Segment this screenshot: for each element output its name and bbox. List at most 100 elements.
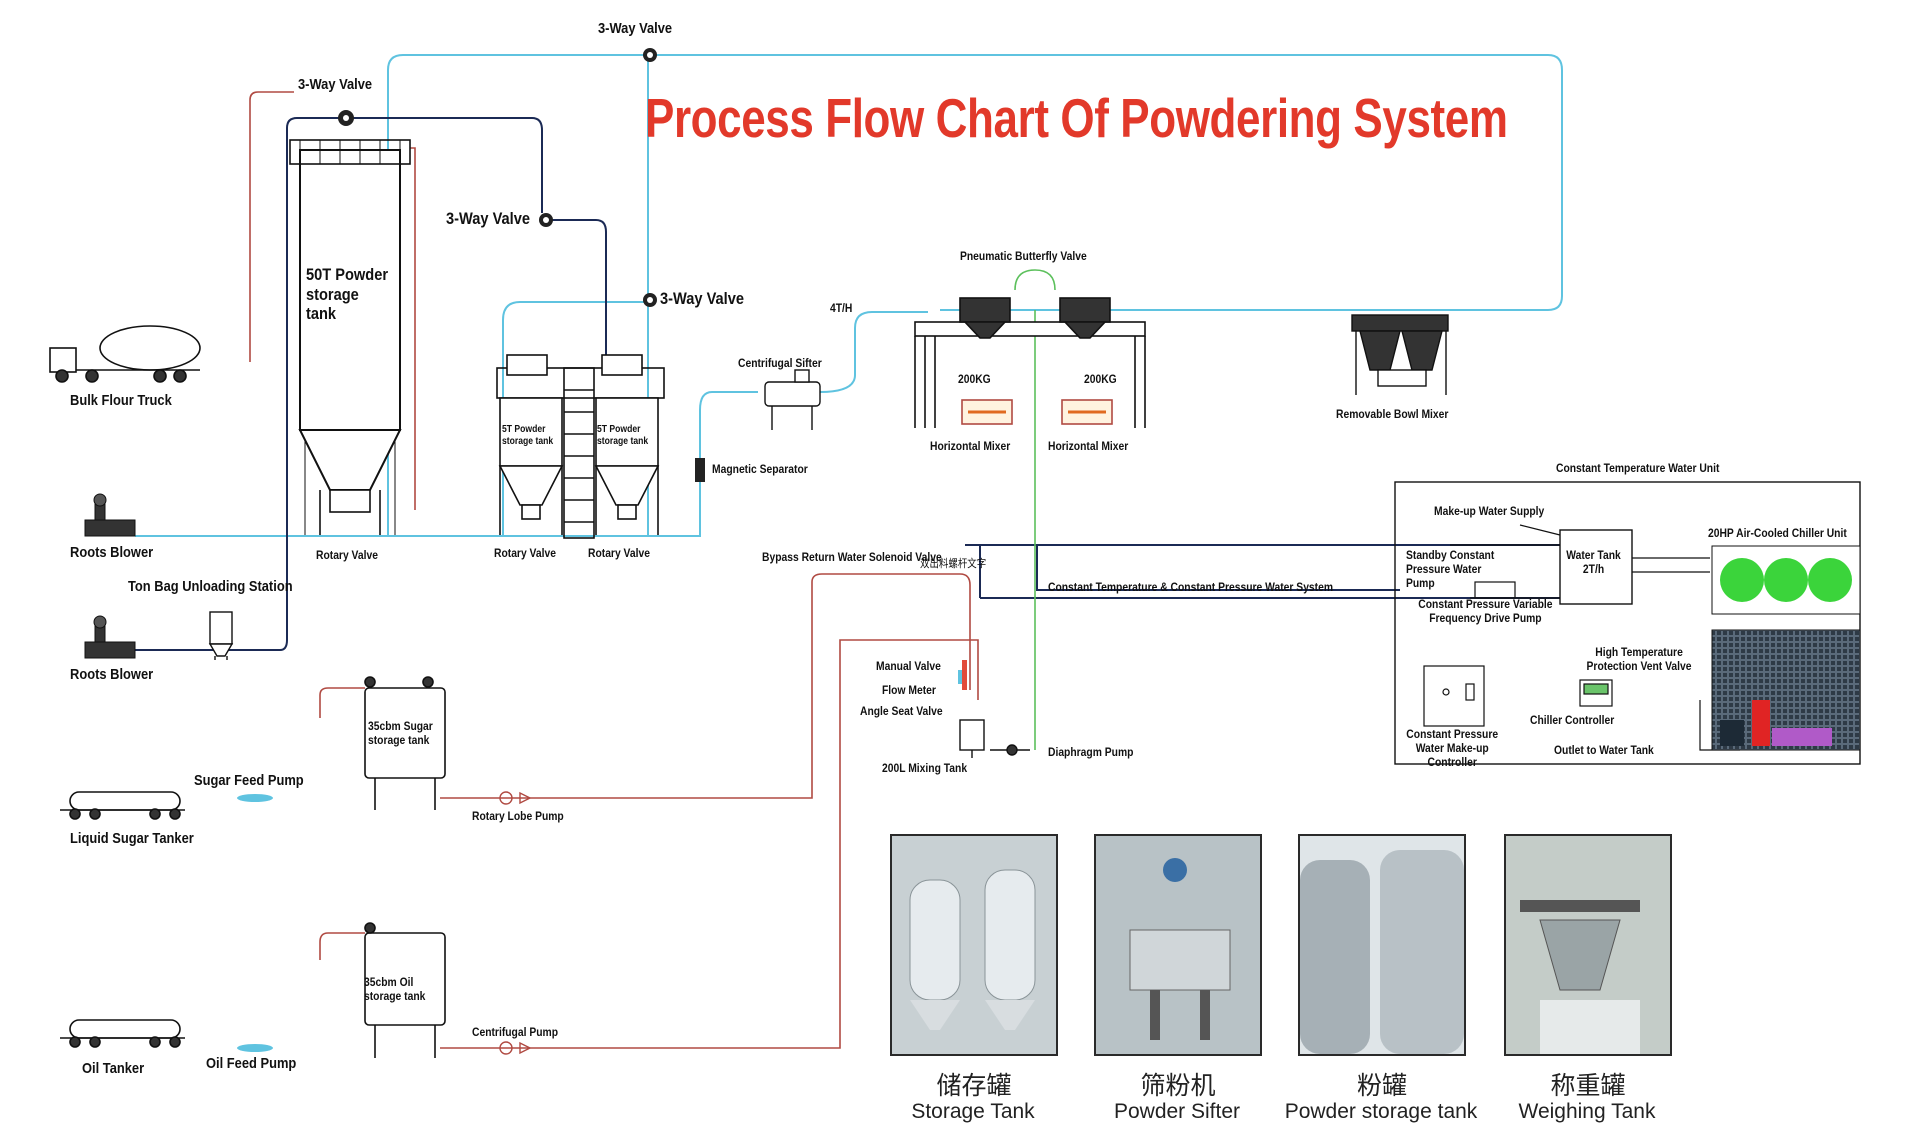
photo-storage-tank: [892, 836, 1056, 1054]
bulk-truck-label: Bulk Flour Truck: [70, 392, 172, 409]
vfd-pump-label: Constant Pressure Variable Frequency Dri…: [1418, 597, 1553, 625]
tank-5t-a-label: 5T Powder storage tank: [502, 424, 554, 447]
tank-5t-feed-line: [502, 301, 648, 536]
photo-3-en-caption: Powder storage tank: [1284, 1100, 1478, 1123]
makeup-controller-label: Constant Pressure Water Make-up Controll…: [1406, 727, 1499, 769]
oil-feed-pump-icon: [237, 1044, 273, 1052]
water-tank-icon: [1559, 529, 1633, 605]
photo-4-en-caption: Weighing Tank: [1518, 1100, 1656, 1123]
mixer-platform: [914, 297, 1146, 428]
tank-5t-frame: [496, 354, 665, 539]
oil-feed-main: [440, 639, 979, 1049]
makeup-supply-label: Make-up Water Supply: [1434, 504, 1545, 518]
roots-blower-1-icon: [84, 493, 136, 537]
valve-top-icon: [643, 48, 657, 62]
photo-1-cn-caption: 储存罐: [936, 1071, 1012, 1100]
oil-tanker-label: Oil Tanker: [82, 1060, 145, 1077]
chiller-controller-label: Chiller Controller: [1530, 713, 1615, 727]
magnetic-separator-label: Magnetic Separator: [712, 462, 808, 476]
photo-frame-3: [1298, 834, 1466, 1056]
rotary-lobe-pump-label: Rotary Lobe Pump: [472, 809, 564, 823]
photo-2-cn-caption: 筛粉机: [1140, 1071, 1216, 1100]
silo-50t-label: 50T Powder storage tank: [306, 265, 389, 324]
sugar-tank-icon: [364, 676, 446, 810]
main-conveying-line: [135, 391, 758, 537]
chiller-controller-icon: [1579, 679, 1613, 707]
rotary-valve-1-label: Rotary Valve: [316, 548, 378, 562]
valve-top-label: 3-Way Valve: [598, 20, 673, 37]
valve-silo-label: 3-Way Valve: [298, 76, 373, 93]
rotary-valve-2-label: Rotary Valve: [494, 546, 556, 560]
diagram-title: Process Flow Chart Of Powdering System: [645, 87, 1508, 149]
ton-bag-label: Ton Bag Unloading Station: [128, 578, 293, 595]
photo-frame-1: [890, 834, 1058, 1056]
sugar-feed-main: [440, 573, 971, 799]
water-unit-pipes: [1450, 524, 1740, 751]
sugar-fill-line: [319, 687, 365, 718]
silo-top-air-line: [350, 117, 543, 213]
weight-b-label: 200KG: [1084, 372, 1117, 386]
silo-vent-line: [410, 147, 416, 510]
truck-feed-line: [249, 91, 294, 362]
tank5t-air-line: [548, 219, 607, 368]
manual-valve-label: Manual Valve: [876, 659, 941, 673]
valve-5t-icon: [643, 293, 657, 307]
valve-5t-label: 3-Way Valve: [660, 289, 744, 308]
mixing-tank-icon: [958, 660, 1030, 758]
ctwu-label: Constant Temperature Water Unit: [1556, 461, 1720, 475]
oil-tank-label: 35cbm Oil storage tank: [364, 975, 426, 1003]
photo-4-cn-caption: 称重罐: [1550, 1071, 1626, 1100]
sugar-tank-label: 35cbm Sugar storage tank: [368, 719, 433, 747]
standby-pump-label: Standby Constant Pressure Water Pump: [1406, 548, 1495, 590]
water-supply-line-a: [965, 544, 1400, 591]
angle-seat-label: Angle Seat Valve: [860, 704, 943, 718]
photo-powder-storage: [1300, 836, 1464, 1054]
rotary-valve-3-label: Rotary Valve: [588, 546, 650, 560]
oil-feed-pump-label: Oil Feed Pump: [206, 1055, 297, 1072]
centrifugal-sifter-label: Centrifugal Sifter: [738, 356, 822, 370]
sugar-feed-pump-icon: [237, 794, 273, 802]
outlet-tank-label: Outlet to Water Tank: [1554, 743, 1654, 757]
sifter-to-mixer-line: [819, 311, 928, 393]
chiller-icon: [1711, 545, 1861, 751]
photo-frame-2: [1094, 834, 1262, 1056]
centrifugal-pump-label: Centrifugal Pump: [472, 1025, 559, 1039]
rate-label: 4T/H: [830, 301, 853, 315]
sugar-tanker-label: Liquid Sugar Tanker: [70, 830, 194, 847]
top-return-loop: [387, 54, 1563, 536]
green-arch: [1014, 269, 1056, 291]
roots-blower-air-line: [135, 117, 345, 651]
rotary-lobe-pump-icon: [499, 791, 532, 805]
centrifugal-sifter-icon: [764, 369, 821, 430]
photo-3-cn-caption: 粉罐: [1356, 1071, 1407, 1100]
photo-powder-sifter: [1096, 836, 1260, 1054]
valve-mid-label: 3-Way Valve: [446, 209, 530, 228]
makeup-controller-icon: [1423, 665, 1485, 727]
valve-mid-icon: [539, 213, 553, 227]
mixer-b-label: Horizontal Mixer: [1048, 439, 1129, 453]
valve-silo-icon: [338, 110, 354, 126]
pneumatic-butterfly-label: Pneumatic Butterfly Valve: [960, 249, 1087, 263]
removable-bowl-label: Removable Bowl Mixer: [1336, 407, 1449, 421]
liquid-lines: [249, 91, 979, 1049]
centrifugal-pump-icon: [499, 1041, 532, 1055]
oil-tank-icon: [364, 922, 446, 1058]
oil-fill-line: [319, 932, 365, 960]
removable-bowl-mixer-icon: [1351, 314, 1449, 395]
bulk-flour-truck-icon: [49, 325, 201, 383]
chiller-label: 20HP Air-Cooled Chiller Unit: [1708, 526, 1847, 540]
bypass-label: Bypass Return Water Solenoid Valve: [762, 550, 942, 564]
water-tank-label: Water Tank 2T/h: [1566, 548, 1621, 576]
ctcp-system-label: Constant Temperature & Constant Pressure…: [1048, 580, 1334, 594]
oil-tanker-icon: [60, 1019, 185, 1048]
tank-5t-b-label: 5T Powder storage tank: [597, 424, 649, 447]
photo-frame-4: [1504, 834, 1672, 1056]
water-main-top: [1037, 535, 1613, 546]
mixer-a-label: Horizontal Mixer: [930, 439, 1011, 453]
green-line: [1014, 269, 1056, 750]
sugar-tanker-icon: [60, 791, 185, 820]
photo-2-en-caption: Powder Sifter: [1113, 1100, 1241, 1123]
hi-temp-vent-label: High Temperature Protection Vent Valve: [1586, 645, 1692, 673]
flow-meter-label: Flow Meter: [882, 683, 936, 697]
